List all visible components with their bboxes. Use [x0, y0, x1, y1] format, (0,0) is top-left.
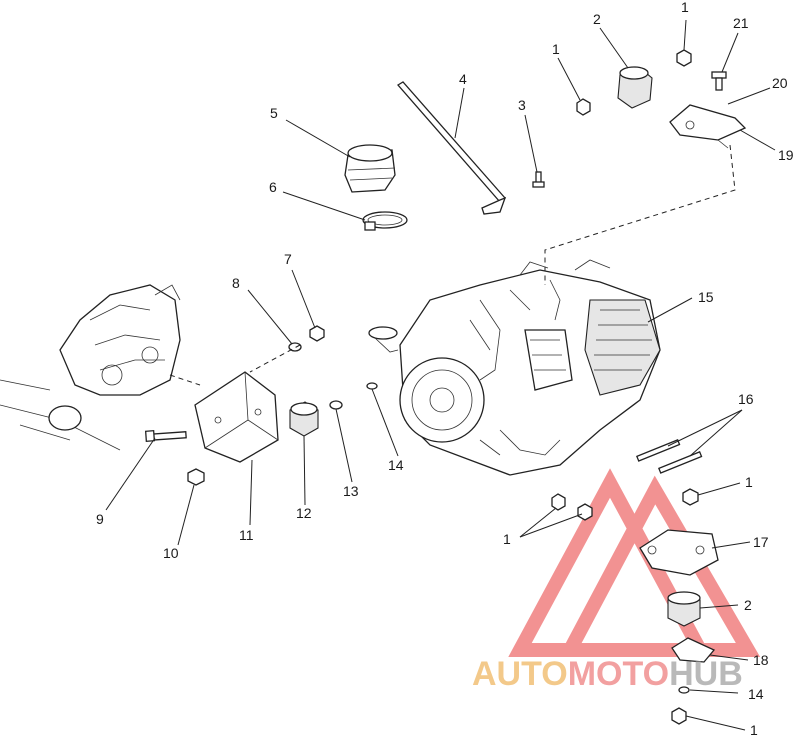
bolt-3 — [532, 171, 545, 188]
nut-7 — [309, 325, 325, 342]
nut-1-left-a — [551, 493, 566, 511]
callout-19: 19 — [778, 147, 794, 163]
callout-5: 5 — [270, 105, 278, 121]
nut-1-left-b — [577, 503, 593, 521]
washer-14b — [678, 686, 690, 694]
watermark-text: AUTOMOTOHUB — [472, 655, 743, 693]
callout-1: 1 — [681, 0, 689, 15]
callout-21: 21 — [733, 15, 749, 31]
callout-12: 12 — [296, 505, 312, 521]
callout-2: 2 — [593, 11, 601, 27]
callout-1: 1 — [745, 474, 753, 490]
bolt-21 — [711, 71, 727, 91]
nut-1-top-a — [576, 98, 591, 116]
callout-labels: 1 21 2 1 20 4 3 19 5 6 7 8 15 16 9 10 11… — [96, 0, 794, 737]
callout-15: 15 — [698, 289, 714, 305]
callout-16: 16 — [738, 391, 754, 407]
callout-3: 3 — [518, 97, 526, 113]
watermark-auto: AUTO — [472, 655, 568, 693]
callout-1: 1 — [503, 531, 511, 547]
callout-7: 7 — [284, 251, 292, 267]
nut-13 — [329, 400, 343, 410]
nut-1-right — [682, 488, 699, 506]
washer-8 — [288, 342, 302, 352]
callout-11: 11 — [239, 527, 254, 543]
drive-housing — [0, 284, 181, 451]
callout-20: 20 — [772, 75, 788, 91]
callout-2: 2 — [744, 597, 752, 613]
nut-10 — [187, 468, 205, 486]
intake-boot-5 — [344, 144, 396, 193]
bolt-9 — [144, 430, 187, 442]
callout-9: 9 — [96, 511, 104, 527]
callout-18: 18 — [753, 652, 769, 668]
callout-1: 1 — [750, 722, 758, 737]
rubber-mount-12 — [289, 401, 319, 437]
engine-assembly — [368, 259, 661, 476]
callout-13: 13 — [343, 483, 359, 499]
callout-8: 8 — [232, 275, 240, 291]
engine-bracket-17 — [639, 529, 719, 576]
watermark-moto: MOTO — [568, 655, 669, 693]
engine-bracket-19 — [669, 104, 747, 149]
engine-bracket-18 — [671, 637, 716, 663]
svg-text:AUTOMOTOHUB: AUTOMOTOHUB — [472, 655, 743, 693]
callout-17: 17 — [753, 534, 769, 550]
callout-14: 14 — [748, 686, 764, 702]
nut-1-top-b — [676, 49, 692, 67]
rod-4 — [396, 81, 507, 215]
rubber-mount-2-top — [617, 66, 653, 109]
hose-clamp-6 — [362, 211, 408, 231]
rubber-mount-2-bottom — [667, 591, 701, 627]
callout-4: 4 — [459, 71, 467, 87]
callout-6: 6 — [269, 179, 277, 195]
callout-10: 10 — [163, 545, 179, 561]
rear-mount-bracket — [194, 371, 279, 463]
washer-14a — [366, 382, 378, 390]
watermark-hub: HUB — [669, 655, 743, 693]
nut-1-bottom — [671, 707, 687, 725]
callout-14: 14 — [388, 457, 404, 473]
leader-lines — [105, 19, 776, 731]
bolt-16b — [658, 451, 703, 474]
callout-1: 1 — [552, 41, 560, 57]
